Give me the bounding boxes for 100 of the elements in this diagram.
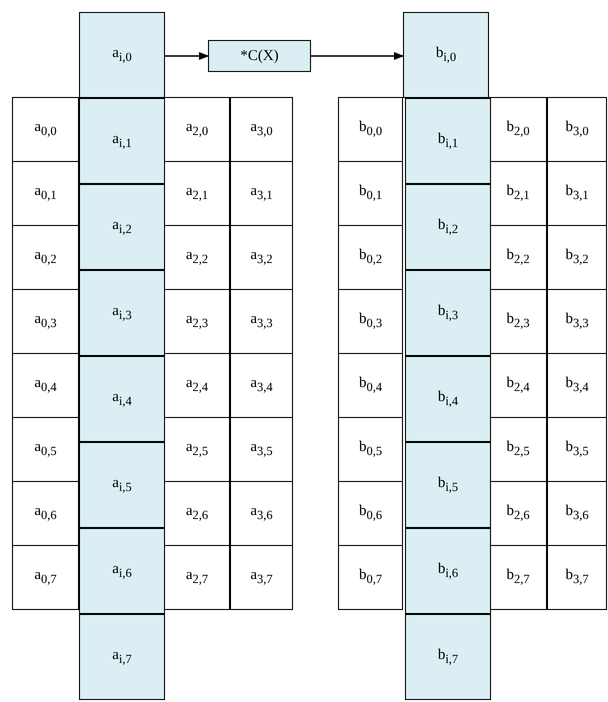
cell-text: a$_{3,2}$ bbox=[250, 247, 273, 268]
cell-text: a$_{0,4}$ bbox=[34, 375, 57, 396]
cell-text: b$_{0,5}$ bbox=[358, 439, 382, 460]
cell-text: a$_{0,5}$ bbox=[34, 439, 57, 460]
table-cell bbox=[230, 481, 293, 546]
cell-text: a$_{0,7}$ bbox=[34, 567, 57, 588]
table-cell bbox=[12, 289, 79, 354]
process-box bbox=[208, 40, 311, 72]
cell-text: b$_{0,7}$ bbox=[358, 567, 382, 588]
table-cell bbox=[230, 225, 293, 290]
cell-text: a$_{2,6}$ bbox=[186, 503, 208, 524]
table-cell bbox=[230, 353, 293, 418]
table-cell bbox=[547, 417, 607, 482]
cell-text: a$_{2,2}$ bbox=[186, 247, 208, 268]
highlighted-cell bbox=[405, 528, 491, 614]
table-cell bbox=[164, 545, 230, 610]
cell-text: a$_{2,3}$ bbox=[186, 311, 208, 332]
highlighted-cell bbox=[405, 184, 491, 270]
table-cell bbox=[164, 97, 230, 162]
table-cell bbox=[230, 417, 293, 482]
table-cell bbox=[338, 161, 403, 226]
table-cell bbox=[12, 417, 79, 482]
cell-text: b$_{0,6}$ bbox=[358, 503, 382, 524]
cell-text: b$_{3,6}$ bbox=[565, 503, 589, 524]
highlighted-cell bbox=[405, 270, 491, 356]
table-cell bbox=[547, 353, 607, 418]
cell-text: a$_{0,6}$ bbox=[34, 503, 57, 524]
highlighted-cell bbox=[79, 442, 165, 528]
cell-text: a$_{3,7}$ bbox=[250, 567, 273, 588]
cell-text: a$_{2,7}$ bbox=[186, 567, 208, 588]
table-cell bbox=[547, 545, 607, 610]
highlighted-cell bbox=[79, 12, 165, 98]
cell-text: b$_{0,3}$ bbox=[358, 311, 382, 332]
cell-text: b$_{2,1}$ bbox=[506, 183, 530, 204]
cell-text: b$_{2,6}$ bbox=[506, 503, 530, 524]
cell-text: a$_{i,1}$ bbox=[112, 131, 132, 151]
highlighted-cell bbox=[405, 614, 491, 700]
cell-text: a$_{2,0}$ bbox=[186, 119, 208, 140]
cell-text: a$_{i,0}$ bbox=[112, 45, 132, 65]
table-cell bbox=[547, 161, 607, 226]
highlighted-cell bbox=[79, 184, 165, 270]
cell-text: a$_{0,2}$ bbox=[34, 247, 57, 268]
table-cell bbox=[547, 97, 607, 162]
highlighted-cell bbox=[79, 528, 165, 614]
table-cell bbox=[230, 97, 293, 162]
table-cell bbox=[338, 289, 403, 354]
table-cell bbox=[489, 545, 547, 610]
table-cell bbox=[230, 545, 293, 610]
cell-text: *C(X) bbox=[240, 48, 279, 64]
table-cell bbox=[338, 97, 403, 162]
cell-text: a$_{3,4}$ bbox=[250, 375, 273, 396]
arrow bbox=[311, 52, 404, 60]
cell-text: a$_{3,0}$ bbox=[250, 119, 273, 140]
cell-text: b$_{i,6}$ bbox=[438, 561, 458, 581]
table-cell bbox=[547, 289, 607, 354]
cell-text: a$_{i,6}$ bbox=[112, 561, 132, 581]
cell-text: b$_{3,0}$ bbox=[565, 119, 589, 140]
cell-text: a$_{i,2}$ bbox=[112, 217, 132, 237]
table-cell bbox=[338, 353, 403, 418]
cell-text: a$_{i,5}$ bbox=[112, 475, 132, 495]
highlighted-cell bbox=[79, 98, 165, 184]
table-cell bbox=[230, 161, 293, 226]
table-cell bbox=[230, 289, 293, 354]
cell-text: a$_{i,3}$ bbox=[112, 303, 132, 323]
table-cell bbox=[12, 481, 79, 546]
table-cell bbox=[338, 481, 403, 546]
cell-text: b$_{2,2}$ bbox=[506, 247, 530, 268]
cell-text: b$_{3,7}$ bbox=[565, 567, 589, 588]
cell-text: b$_{0,1}$ bbox=[358, 183, 382, 204]
cell-text: b$_{2,7}$ bbox=[506, 567, 530, 588]
cell-text: b$_{i,5}$ bbox=[438, 475, 458, 495]
cell-text: b$_{i,3}$ bbox=[438, 303, 458, 323]
table-cell bbox=[12, 161, 79, 226]
cell-text: b$_{2,0}$ bbox=[506, 119, 530, 140]
cell-text: a$_{2,4}$ bbox=[186, 375, 208, 396]
cell-text: a$_{3,1}$ bbox=[250, 183, 273, 204]
cell-text: a$_{0,1}$ bbox=[34, 183, 57, 204]
cell-text: b$_{3,2}$ bbox=[565, 247, 589, 268]
table-cell bbox=[338, 417, 403, 482]
cell-text: a$_{0,0}$ bbox=[34, 119, 57, 140]
cell-text: a$_{3,6}$ bbox=[250, 503, 273, 524]
cell-text: b$_{3,4}$ bbox=[565, 375, 589, 396]
cell-text: b$_{0,4}$ bbox=[358, 375, 382, 396]
cell-text: a$_{i,7}$ bbox=[112, 647, 132, 667]
highlighted-cell bbox=[403, 12, 489, 98]
table-cell bbox=[12, 545, 79, 610]
table-cell bbox=[547, 481, 607, 546]
highlighted-cell bbox=[79, 614, 165, 700]
table-cell bbox=[338, 225, 403, 290]
cell-text: b$_{0,0}$ bbox=[358, 119, 382, 140]
cell-text: b$_{2,3}$ bbox=[506, 311, 530, 332]
cell-text: b$_{i,7}$ bbox=[438, 647, 458, 667]
table-cell bbox=[489, 97, 547, 162]
cell-text: b$_{2,5}$ bbox=[506, 439, 530, 460]
cell-text: a$_{3,3}$ bbox=[250, 311, 273, 332]
cell-text: b$_{3,3}$ bbox=[565, 311, 589, 332]
cell-text: b$_{i,4}$ bbox=[438, 389, 458, 409]
arrow bbox=[165, 52, 209, 60]
cell-text: b$_{i,1}$ bbox=[438, 131, 458, 151]
table-cell bbox=[12, 225, 79, 290]
